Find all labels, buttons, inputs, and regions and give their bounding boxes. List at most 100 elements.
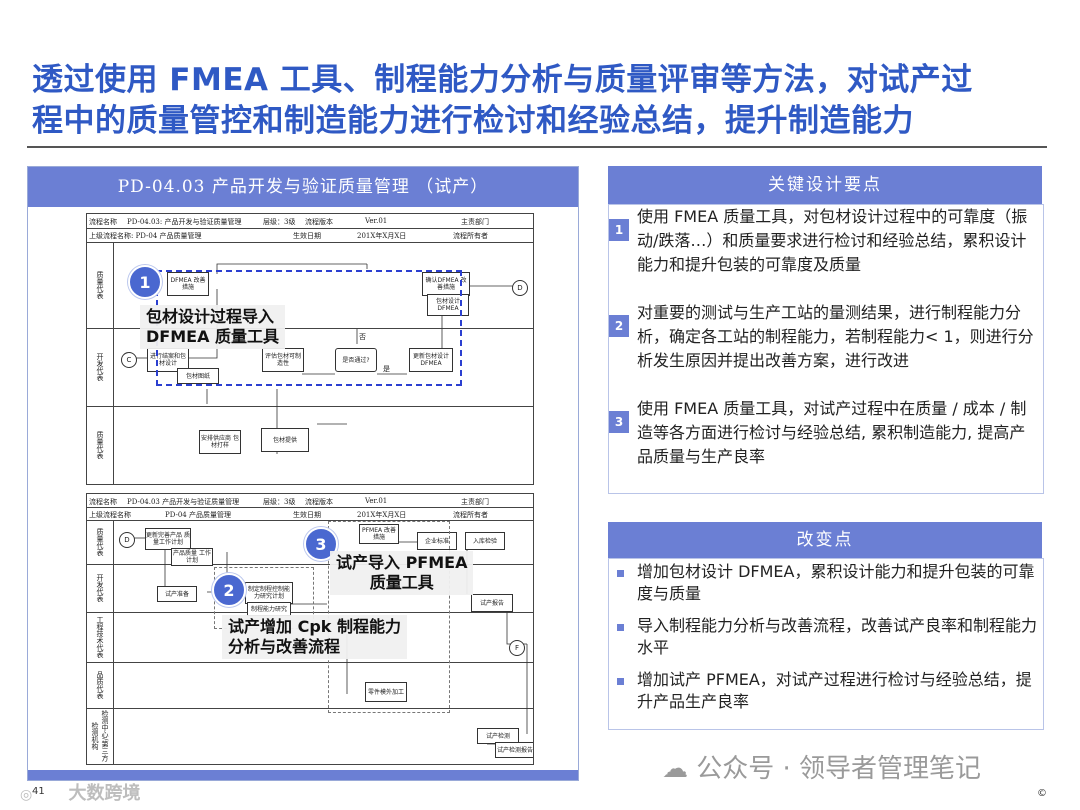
flow2-hdr-0: 流程名称 (89, 498, 117, 506)
flow1-hdr-1: PD-04.03: 产品开发与验证质量管理 (127, 218, 242, 226)
flow1-hdr-3: 流程版本 (305, 218, 333, 226)
flow1-hdr-9: 流程所有者 (453, 232, 488, 240)
key-points-box: 1 使用 FMEA 质量工具，对包材设计过程中的可靠度（振动/跌落…）和质量要求… (608, 204, 1044, 494)
key-points-header: 关键设计要点 (608, 166, 1042, 204)
bullet-square-icon (617, 624, 624, 631)
flow1-hdr-5: 主责部门 (461, 218, 489, 226)
logo-icon: ◎ (20, 787, 33, 803)
flow2-lane-3: 工程技术代表 (87, 612, 533, 663)
watermark-text: 公众号 · 领导者管理笔记 (696, 754, 982, 784)
key-point-number: 2 (609, 315, 629, 337)
flow1-hdr-0: 流程名称 (89, 218, 117, 226)
copyright-icon: © (1037, 788, 1047, 799)
flow2-header-row-2: 上级流程名称 PD-04 产品质量管理 生效日期 201X年X月X日 流程所有者 (87, 507, 533, 521)
flow2-hdr-10: 流程所有者 (453, 511, 488, 519)
flow2-lane-label: 检测中心/第三方检测机构 (87, 708, 114, 764)
flow2-box-plan: 更新完善产品 质量工作计划 (145, 528, 191, 550)
flow2-box-pfmea: PFMEA 改善措施 (359, 524, 399, 544)
change-text: 增加试产 PFMEA，对试产过程进行检讨与经验总结，提升产品生产良率 (637, 670, 1032, 711)
flow1-box-provide: 包材提供 (261, 428, 309, 452)
flow2-hdr-6: 上级流程名称 (89, 511, 131, 519)
flow1-hdr-4: Ver.01 (365, 217, 388, 225)
flow1-connector-d: D (512, 280, 528, 296)
changes-header: 改变点 (608, 522, 1042, 558)
key-point-number: 3 (609, 411, 629, 433)
flow2-hdr-1: PD-04.03 产品开发与验证质量管理 (127, 498, 240, 506)
flow2-connector-f: F (509, 640, 525, 656)
key-point-text: 对重要的测试与生产工站的量测结果，进行制程能力分析，确定各工站的制程能力，若制程… (637, 303, 1034, 370)
flow2-lane-5: 检测中心/第三方检测机构 (87, 708, 533, 764)
flow2-box-prepare: 试产准备 (157, 586, 197, 602)
page-number: 41 (32, 786, 45, 797)
flowchart-1: 流程名称 PD-04.03: 产品开发与验证质量管理 层级：3级 流程版本 Ve… (86, 213, 534, 485)
callout-cpk: 试产增加 Cpk 制程能力 分析与改善流程 (222, 615, 407, 659)
flow2-hdr-3: 流程版本 (305, 498, 333, 506)
flow1-box-design: 进行结案和包材设计 (147, 348, 189, 372)
bullet-square-icon (617, 570, 624, 577)
flow2-lane-label: 开发代表 (87, 564, 114, 612)
badge-1: 1 (128, 265, 162, 299)
flow2-box-plan-doc: 产品质量 工作计划 (171, 548, 213, 566)
changes-box: 增加包材设计 DFMEA，累积设计能力和提升包装的可靠度与质量 导入制程能力分析… (608, 558, 1044, 730)
flow1-lane-3: 质量代表 (87, 406, 533, 484)
bottom-logo: ◎ 大数跨境 (20, 779, 141, 805)
flow1-header-row-2: 上级流程名称: PD-04 产品质量管理 生效日期 201X年X月X日 流程所有… (87, 228, 533, 243)
change-text: 导入制程能力分析与改善流程，改善试产良率和制程能力水平 (637, 616, 1038, 657)
key-point-text: 使用 FMEA 质量工具，对包材设计过程中的可靠度（振动/跌落…）和质量要求进行… (637, 207, 1028, 274)
flow2-box-inspection: 入库检验 (465, 532, 505, 550)
flow1-header-row-1: 流程名称 PD-04.03: 产品开发与验证质量管理 层级：3级 流程版本 Ve… (87, 214, 533, 229)
watermark: ☁ 公众号 · 领导者管理笔记 (662, 748, 981, 785)
key-point-text: 使用 FMEA 质量工具，对试产过程中在质量 / 成本 / 制造等各方面进行检讨… (637, 399, 1027, 466)
flow2-box-test-report: 试产检测报告 (495, 742, 533, 758)
flow1-yes-label: 是 (383, 365, 390, 373)
callout-dfmea: 包材设计过程导入 DFMEA 质量工具 (140, 305, 286, 349)
flow1-hdr-7: 生效日期 (293, 232, 321, 240)
flow2-lane-4: 品质代表 (87, 662, 533, 709)
flow1-no-label: 否 (359, 333, 366, 341)
flow1-lane-label: 质量代表 (87, 406, 114, 484)
flow1-hdr-2: 层级：3级 (263, 218, 296, 226)
flow2-lane-label: 质量代表 (87, 520, 114, 564)
process-panel: PD-04.03 产品开发与验证质量管理 （试产） 流程名称 PD-04.03:… (27, 166, 579, 781)
title-line-2: 程中的质量管控和制造能力进行检讨和经验总结，提升制造能力 (32, 103, 914, 139)
callout-pfmea: 试产导入 PFMEA 质量工具 (330, 551, 474, 595)
badge-2: 2 (212, 573, 246, 607)
flow1-lane-label: 开发代表 (87, 328, 114, 406)
flow1-box-sample: 安排供应商 包材打样 (199, 430, 241, 454)
flow2-hdr-2: 层级：3级 (263, 498, 296, 506)
flow2-hdr-4: Ver.01 (365, 497, 388, 505)
flow2-lane-label: 工程技术代表 (87, 612, 114, 662)
flow1-decision: 是否通过? (335, 348, 377, 372)
flow2-lane-label: 品质代表 (87, 662, 114, 708)
flow2-box-outside: 零件模外加工 (365, 682, 407, 702)
key-point-number: 1 (609, 219, 629, 241)
flow1-box-dfmea: DFMEA 改善措施 (167, 272, 209, 296)
flow2-hdr-5: 主责部门 (461, 498, 489, 506)
flow2-header-row-1: 流程名称 PD-04.03 产品开发与验证质量管理 层级：3级 流程版本 Ver… (87, 494, 533, 508)
title-divider (27, 146, 1047, 148)
flow2-box-report: 试产报告 (471, 594, 513, 612)
flow1-box-update: 更新包材设计 DFMEA (409, 348, 453, 372)
flow1-lane-label: 质量代表 (87, 242, 114, 328)
title-line-1: 透过使用 FMEA 工具、制程能力分析与质量评审等方法，对试产过 (32, 62, 973, 98)
process-panel-header: PD-04.03 产品开发与验证质量管理 （试产） (28, 167, 578, 207)
change-text: 增加包材设计 DFMEA，累积设计能力和提升包装的可靠度与质量 (637, 562, 1035, 603)
flow1-box-confirm: 确认DFMEA 改善措施 (422, 272, 470, 296)
bullet-square-icon (617, 678, 624, 685)
flow2-box-standard: 企业标准 (417, 532, 457, 550)
page-title: 透过使用 FMEA 工具、制程能力分析与质量评审等方法，对试产过 程中的质量管控… (32, 60, 1042, 142)
flow1-box-drawing: 包材图纸 (177, 368, 219, 384)
flow2-hdr-8: 生效日期 (293, 511, 321, 519)
flow1-box-evaluate: 评估包材可制 造性 (262, 348, 304, 372)
flow1-lane-1: 质量代表 (87, 242, 533, 329)
flow2-hdr-9: 201X年X月X日 (357, 511, 407, 519)
flow2-box-cpk-study: 制程能力研究 (247, 602, 291, 616)
wechat-icon: ☁ (662, 754, 688, 784)
flow1-lane-2: 开发代表 (87, 328, 533, 407)
process-panel-footer (28, 770, 578, 780)
flow2-hdr-7: PD-04 产品质量管理 (165, 511, 231, 519)
flow2-lane-2: 开发代表 (87, 564, 533, 613)
flow1-box-pkg-dfmea: 包材设计 DFMEA (427, 294, 469, 316)
flow2-lane-1: 质量代表 (87, 520, 533, 565)
bottom-logo-text: 大数跨境 (68, 783, 141, 804)
